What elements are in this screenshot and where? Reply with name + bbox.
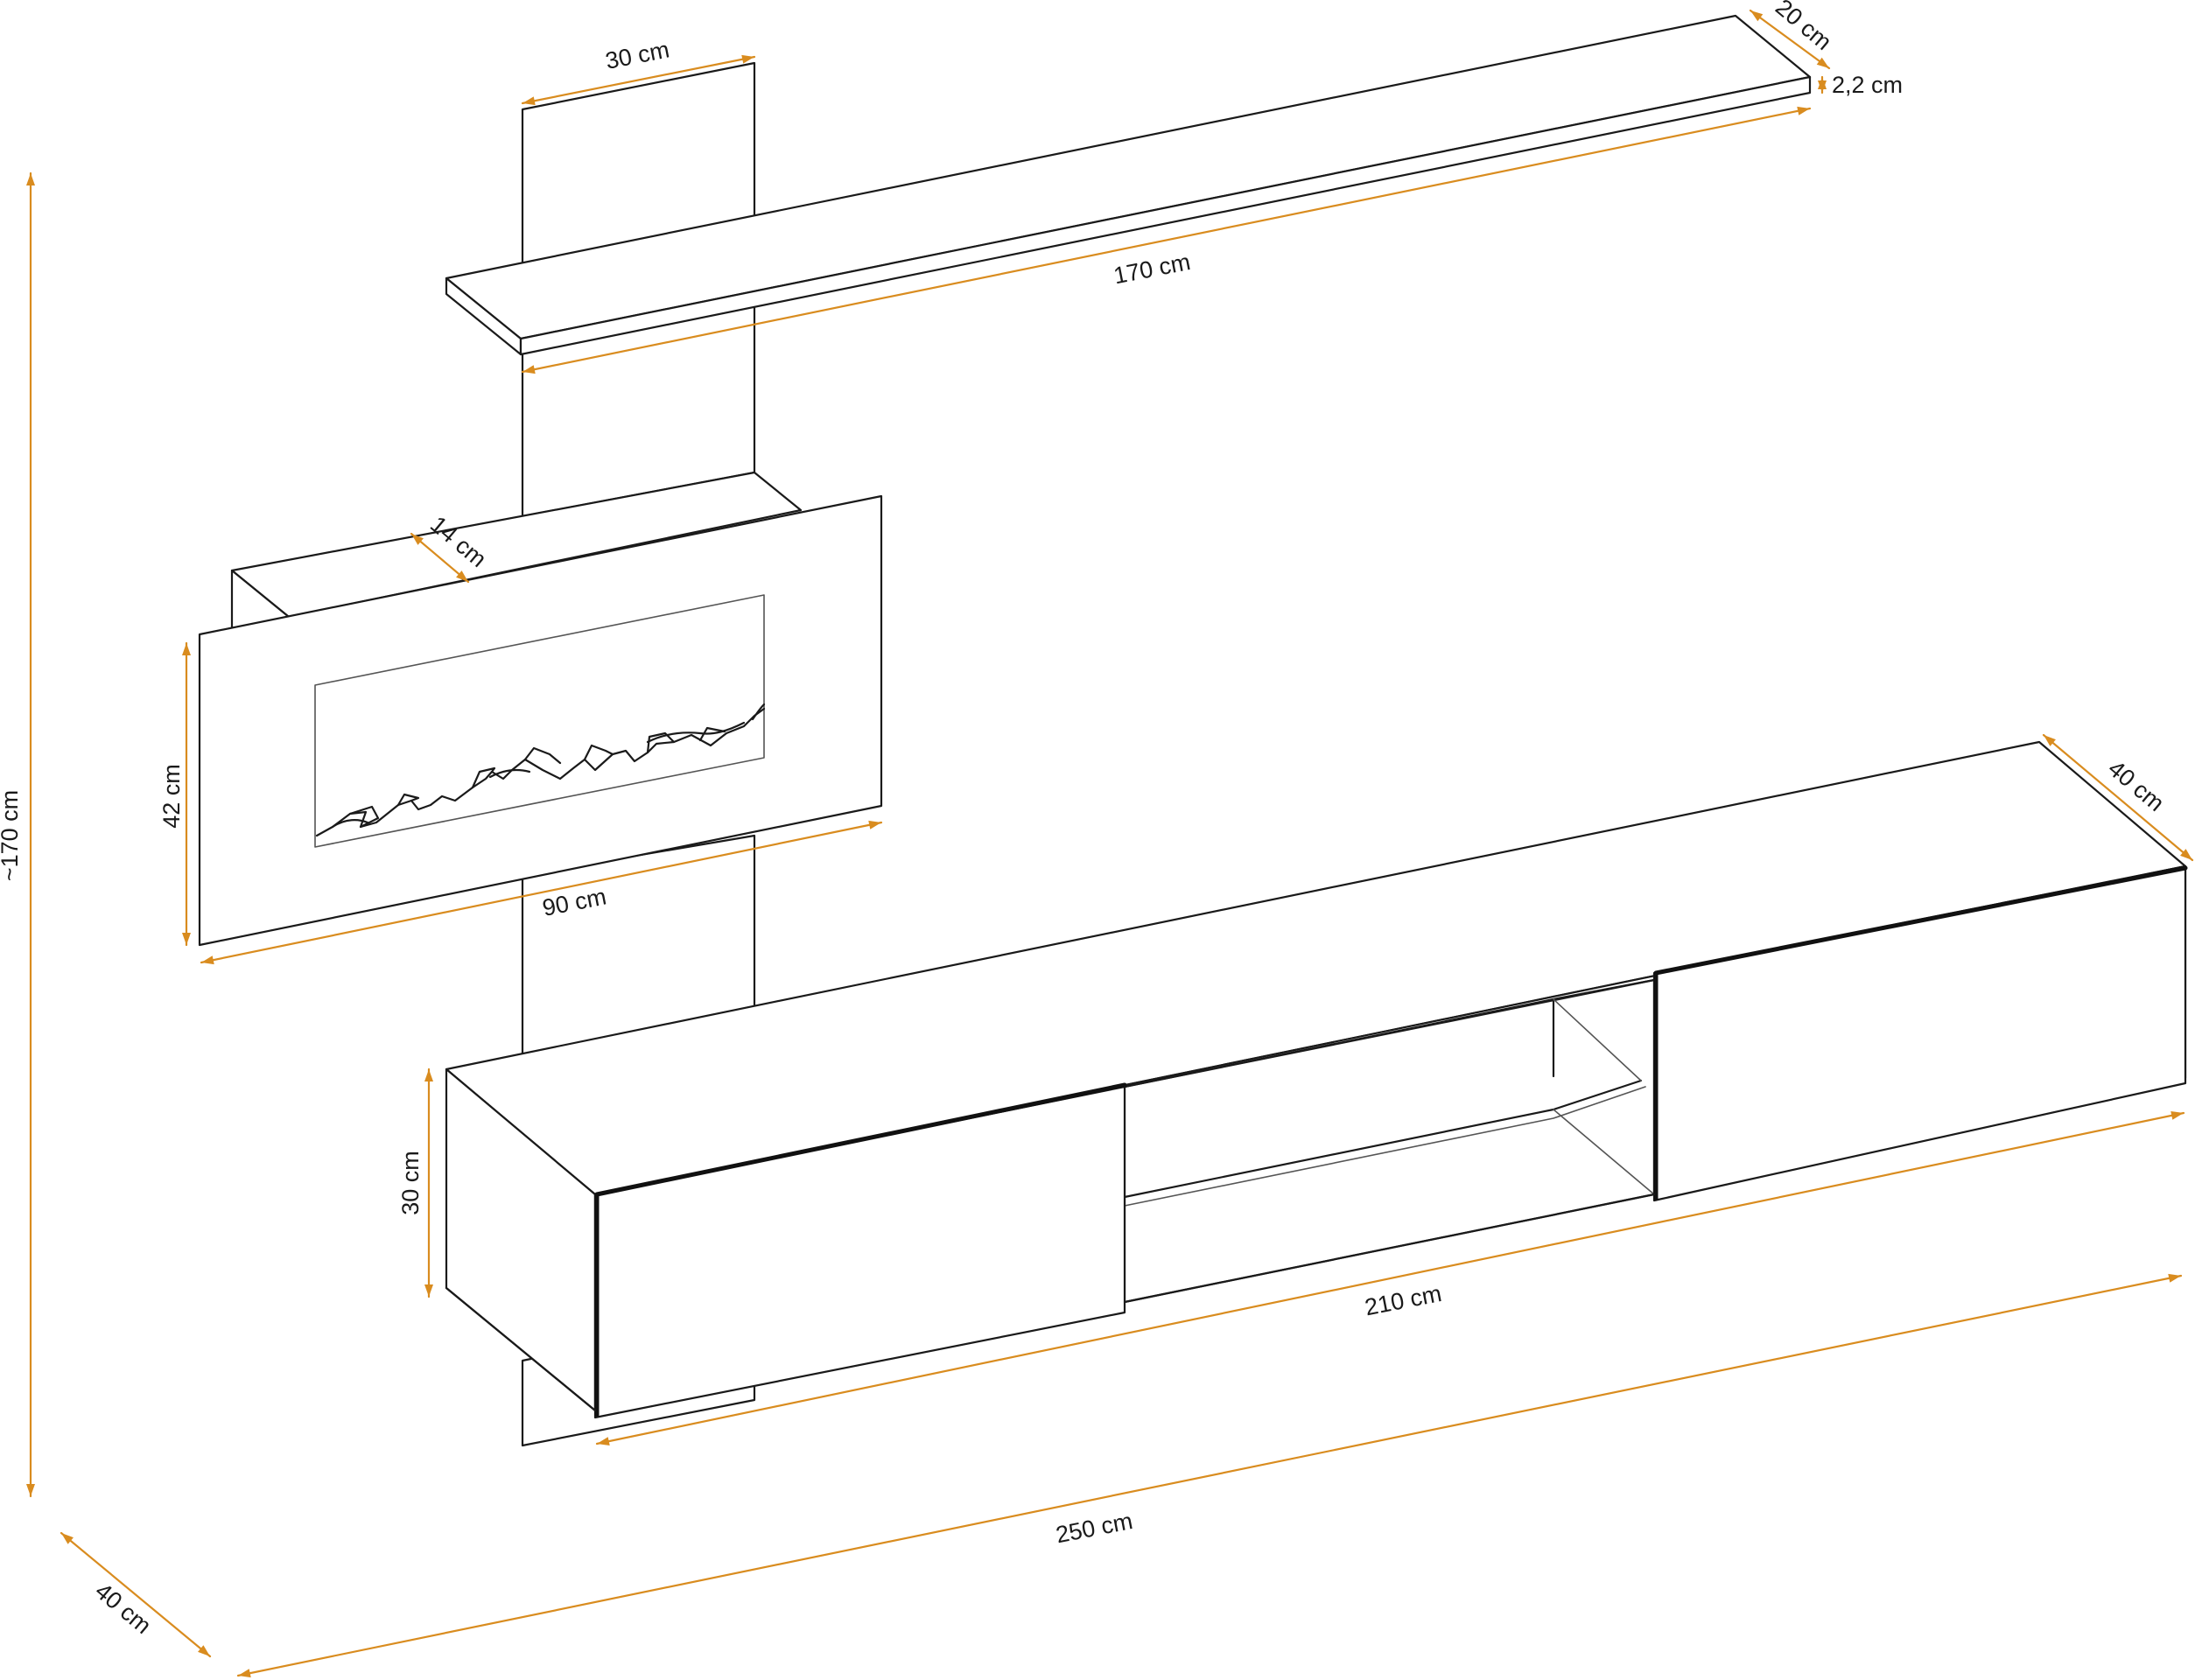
dim-label-total-height: ~170 cm [0, 790, 23, 881]
dim-line-shelf-thickness [1818, 75, 1827, 94]
dim-line-total-width [236, 1273, 2183, 1678]
dim-line-cabinet-height [424, 1068, 433, 1298]
fireplace-unit [198, 471, 883, 947]
dim-line-shelf-depth [1749, 9, 1831, 70]
dim-line-top-panel-width [521, 54, 756, 106]
dim-label-total-width: 250 cm [1054, 1508, 1135, 1548]
wall-shelf [445, 14, 1812, 356]
dim-line-cabinet-length [595, 1110, 2185, 1446]
fireplace-window [314, 594, 765, 848]
dim-label-cabinet-height: 30 cm [397, 1151, 424, 1215]
dim-line-fireplace-depth [410, 532, 470, 584]
dim-label-shelf-depth: 20 cm [1771, 0, 1837, 55]
dim-label-total-depth: 40 cm [90, 1578, 157, 1639]
dim-line-total-depth [60, 1531, 212, 1658]
dim-label-fireplace-height: 42 cm [158, 764, 185, 829]
dim-label-cabinet-length: 210 cm [1363, 1280, 1444, 1320]
dimension-lines [26, 9, 2194, 1678]
dim-line-shelf-length [521, 106, 1812, 374]
tv-cabinet [445, 740, 2188, 1419]
dim-line-fireplace-height [182, 641, 191, 947]
dim-line-cabinet-depth [2042, 733, 2194, 862]
dim-label-shelf-thickness: 2,2 cm [1832, 72, 1903, 98]
dim-line-fireplace-width [200, 820, 883, 965]
dim-label-top-panel-width: 30 cm [603, 36, 671, 74]
dim-label-shelf-length: 170 cm [1112, 248, 1193, 289]
dim-line-total-height [26, 172, 35, 1498]
fireplace-logs [315, 703, 766, 837]
